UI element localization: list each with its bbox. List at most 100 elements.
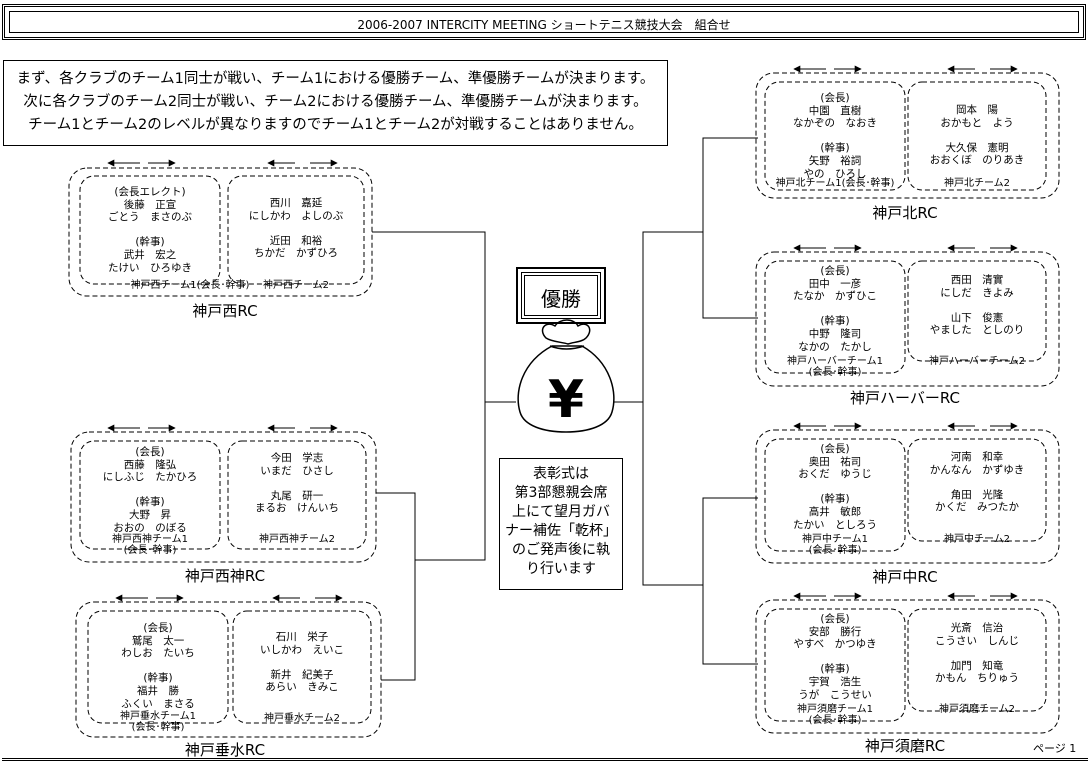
member-line: 丸尾 研一 bbox=[270, 489, 324, 502]
team-label: 神戸須磨チーム1(会長･幹事) bbox=[765, 704, 905, 726]
team-label-line: 神戸垂水チーム1 bbox=[119, 711, 197, 722]
member-line: 西川 嘉延 bbox=[269, 197, 323, 209]
member-line: (会長エレクト) bbox=[114, 186, 186, 198]
team-label: 神戸須磨チーム2 bbox=[908, 704, 1046, 715]
spacer bbox=[765, 481, 905, 494]
member-line: 大野 昇 bbox=[129, 508, 171, 521]
club-name: 神戸須磨RC bbox=[864, 737, 946, 755]
bottom-rule bbox=[2, 758, 1088, 761]
member-line: あらい きみこ bbox=[265, 681, 339, 694]
member-box-team1: (会長)安部 勝行やすべ かつゆき (幹事)宇賀 浩生うが こうせい bbox=[765, 613, 905, 701]
member-line: 西藤 隆弘 bbox=[123, 458, 177, 471]
team-label-line: 神戸垂水チーム2 bbox=[263, 713, 341, 724]
member-line: 後藤 正宣 bbox=[123, 198, 177, 211]
member-line: たなか かずひこ bbox=[793, 290, 877, 303]
member-line: (会長) bbox=[820, 443, 850, 455]
award-note: 表彰式は 第3部懇親会席 上にて望月ガバ ナー補佐「乾杯」 のご発声後に執 り行… bbox=[499, 458, 623, 590]
member-line: にしかわ よしのぶ bbox=[248, 209, 344, 222]
member-line: かくだ みつたか bbox=[935, 501, 1019, 514]
team-label-line: 神戸須磨チーム2 bbox=[938, 704, 1016, 715]
team-label-line: 神戸西神チーム1 bbox=[111, 534, 189, 545]
team-label-line: (会長･幹事) bbox=[131, 722, 185, 733]
member-line: 新井 紀美子 bbox=[270, 668, 334, 681]
member-line: (幹事) bbox=[135, 496, 165, 509]
member-box-team2: 光斎 信治こうさい しんじ 加門 知竜かもん ちりゅう bbox=[908, 622, 1046, 685]
member-line: たけい ひろゆき bbox=[108, 261, 192, 274]
team-label-line: (会長･幹事) bbox=[123, 545, 177, 556]
member-line: 角田 光隆 bbox=[950, 488, 1004, 501]
member-box-team2: 石川 栄子いしかわ えいこ 新井 紀美子あらい きみこ bbox=[233, 631, 371, 694]
member-line: 福井 勝 bbox=[137, 684, 179, 697]
club-name: 神戸北RC bbox=[872, 204, 938, 222]
member-line: (会長) bbox=[820, 613, 850, 625]
member-line: (会長) bbox=[820, 92, 850, 104]
member-line: 大久保 憲明 bbox=[945, 141, 1009, 154]
member-line: (幹事) bbox=[820, 663, 850, 676]
member-box-team2: 今田 学志いまだ ひさし 丸尾 研一まるお けんいち bbox=[228, 452, 366, 515]
member-line: 中野 隆司 bbox=[808, 327, 862, 340]
member-box-team1: (会長)奥田 祐司おくだ ゆうじ (幹事)高井 敏郎たかい としろう bbox=[765, 443, 905, 531]
spacer bbox=[228, 222, 364, 235]
team-label-line: 神戸北チーム1(会長･幹事) bbox=[775, 178, 895, 189]
member-line: いまだ ひさし bbox=[260, 464, 334, 477]
club-name: 神戸垂水RC bbox=[184, 741, 266, 759]
spacer bbox=[80, 224, 220, 237]
team-label-line: 神戸西チーム1(会長･幹事) bbox=[130, 280, 250, 291]
member-line: 武井 宏之 bbox=[123, 248, 177, 261]
award-line: 表彰式は bbox=[533, 466, 589, 482]
spacer bbox=[765, 651, 905, 664]
member-line: 河南 和幸 bbox=[950, 451, 1004, 463]
spacer bbox=[908, 299, 1046, 312]
member-box-team2: 河南 和幸かんなん かずゆき 角田 光隆かくだ みつたか bbox=[908, 451, 1046, 514]
spacer bbox=[908, 476, 1046, 489]
member-line: にしだ きよみ bbox=[940, 286, 1014, 299]
page-title: 2006-2007 INTERCITY MEETING ショートテニス競技大会 … bbox=[357, 18, 731, 32]
member-line: うが こうせい bbox=[798, 688, 872, 701]
team-label-line: (会長･幹事) bbox=[808, 367, 862, 378]
member-line: かんなん かずゆき bbox=[929, 463, 1025, 476]
member-line: 岡本 陽 bbox=[956, 104, 998, 116]
member-line: 宇賀 浩生 bbox=[808, 675, 862, 688]
notice-line: 次に各クラブのチーム2同士が戦い、チーム2における優勝チーム、準優勝チームが決ま… bbox=[23, 94, 648, 110]
member-line: にしふじ たかひろ bbox=[102, 471, 198, 484]
member-line: 田中 一彦 bbox=[808, 277, 862, 290]
member-line: おくだ ゆうじ bbox=[798, 468, 872, 481]
member-line: (幹事) bbox=[820, 142, 850, 155]
team-label: 神戸西チーム2 bbox=[228, 280, 364, 291]
club-name: 神戸中RC bbox=[872, 568, 938, 586]
member-line: 近田 和裕 bbox=[269, 234, 323, 247]
member-line: 山下 俊憲 bbox=[950, 311, 1004, 324]
team-label-line: 神戸西チーム2 bbox=[262, 280, 330, 291]
member-line: 奥田 祐司 bbox=[808, 455, 862, 468]
member-line: 矢野 裕詞 bbox=[808, 154, 862, 167]
member-line: 高井 敏郎 bbox=[808, 505, 862, 518]
member-line: 今田 学志 bbox=[270, 452, 324, 464]
award-line: り行います bbox=[526, 561, 596, 577]
member-line: (幹事) bbox=[820, 493, 850, 506]
member-line: まるお けんいち bbox=[255, 502, 339, 515]
member-line: (会長) bbox=[820, 265, 850, 277]
team-label: 神戸西神チーム2 bbox=[228, 534, 366, 545]
club-name: 神戸ハーバーRC bbox=[850, 389, 960, 407]
team-label: 神戸ハーバーチーム2 bbox=[908, 356, 1046, 367]
spacer bbox=[228, 477, 366, 490]
spacer bbox=[765, 303, 905, 316]
team-label-line: 神戸須磨チーム1 bbox=[796, 704, 874, 715]
spacer bbox=[908, 647, 1046, 660]
award-line: 第3部懇親会席 bbox=[514, 485, 608, 501]
club-name: 神戸西神RC bbox=[184, 567, 266, 585]
member-box-team1: (会長)鷲尾 太一わしお たいち (幹事)福井 勝ふくい まさる bbox=[88, 622, 228, 710]
member-line: わしお たいち bbox=[121, 647, 195, 660]
member-line: おかもと よう bbox=[940, 116, 1014, 129]
member-line: ごとう まさのぶ bbox=[108, 211, 192, 224]
team-label-line: 神戸ハーバーチーム2 bbox=[929, 356, 1025, 367]
member-line: (会長) bbox=[135, 446, 165, 458]
award-line: 上にて望月ガバ bbox=[512, 504, 610, 520]
member-line: 石川 栄子 bbox=[275, 631, 329, 643]
team-label-line: 神戸北チーム2 bbox=[943, 178, 1011, 189]
member-line: 西田 清實 bbox=[950, 274, 1004, 286]
member-line: おおの のぼる bbox=[113, 521, 187, 534]
member-line: やすべ かつゆき bbox=[793, 638, 877, 651]
yen-symbol: ¥ bbox=[547, 370, 585, 430]
